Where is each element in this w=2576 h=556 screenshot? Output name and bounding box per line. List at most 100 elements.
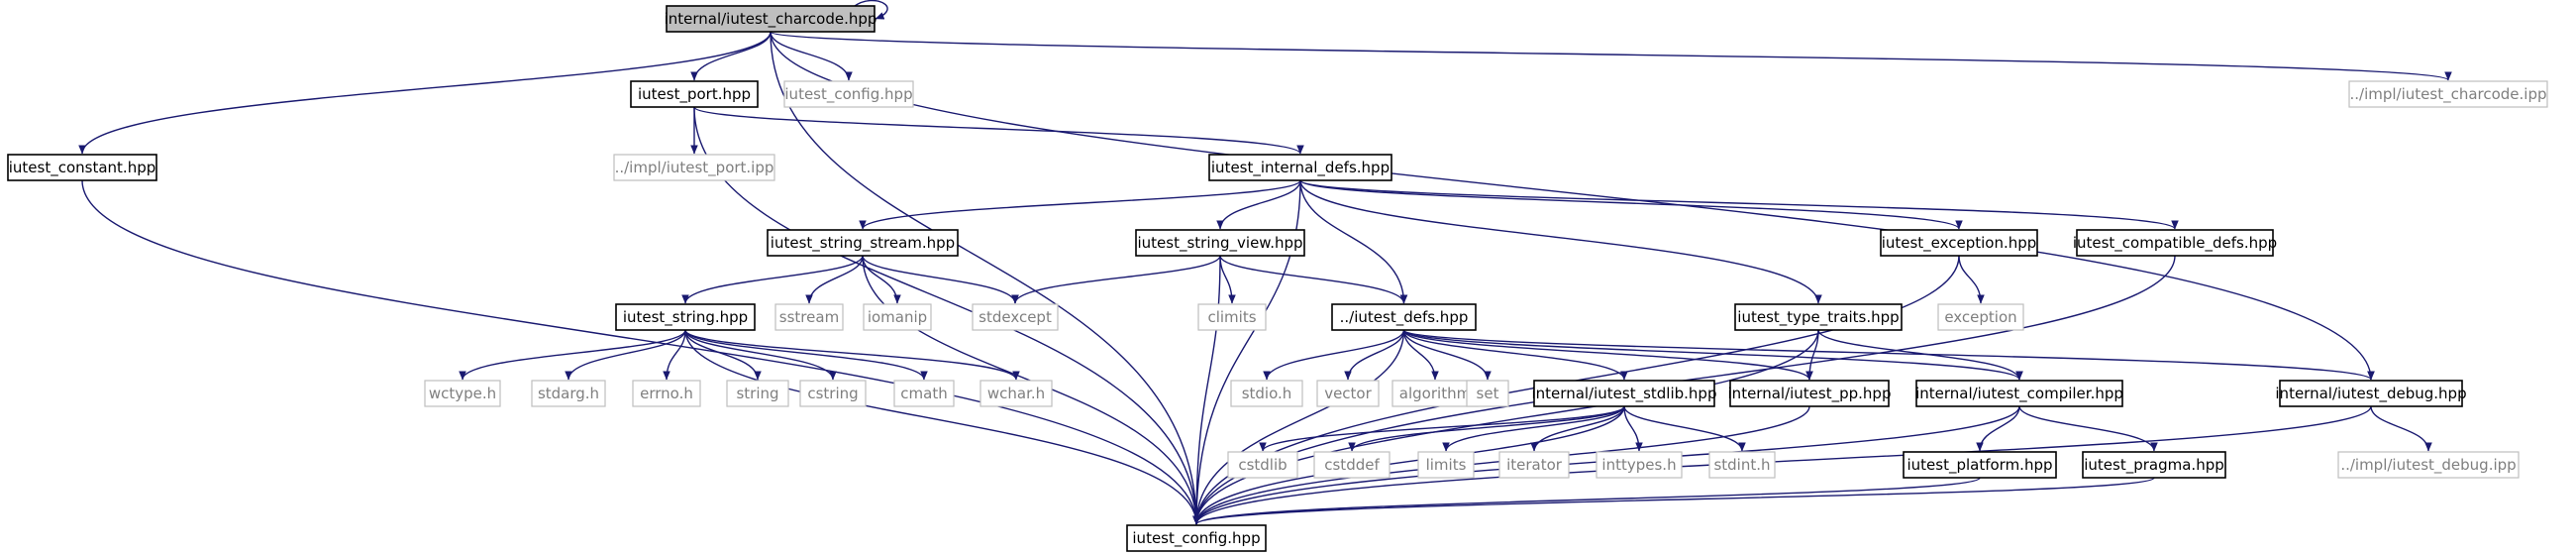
node-stdlib-hpp[interactable]: internal/iutest_stdlib.hpp	[1532, 380, 1717, 407]
node-iutest-string[interactable]: iutest_string.hpp	[615, 303, 756, 331]
node-pp[interactable]: internal/iutest_pp.hpp	[1728, 380, 1892, 407]
node-label: cstddef	[1324, 456, 1380, 474]
node-box	[1734, 303, 1903, 331]
node-label: internal/iutest_charcode.hpp	[665, 10, 877, 29]
node-label: iutest_pragma.hpp	[2084, 456, 2224, 475]
node-cstdlib: cstdlib	[1227, 451, 1298, 479]
node-box	[2337, 451, 2520, 479]
edge-string-view-to-defs	[1219, 255, 1408, 304]
edge-iutest-string-to-errno	[663, 329, 686, 381]
edge-defs-to-config	[1192, 329, 1405, 525]
node-box	[1915, 380, 2123, 407]
node-box	[613, 154, 775, 181]
node-charcode[interactable]: internal/iutest_charcode.hpp	[665, 5, 877, 33]
node-label: iutest_constant.hpp	[9, 159, 156, 177]
node-string: string	[726, 380, 789, 407]
edge-string-view-to-climits	[1219, 255, 1236, 304]
edge-internal-defs-to-string-stream	[859, 179, 1301, 230]
node-label: internal/iutest_compiler.hpp	[1915, 385, 2123, 403]
node-cstring: cstring	[799, 380, 867, 407]
edge-iutest-string-to-string	[684, 329, 762, 381]
node-climits: climits	[1197, 303, 1267, 331]
node-stdarg: stdarg.h	[531, 380, 606, 407]
node-box	[1729, 380, 1890, 407]
node-compiler[interactable]: internal/iutest_compiler.hpp	[1915, 380, 2123, 407]
node-box	[1316, 380, 1380, 407]
node-label: iutest_internal_defs.hpp	[1211, 159, 1390, 177]
node-label: iutest_string_view.hpp	[1137, 234, 1302, 253]
node-box	[7, 154, 157, 181]
node-box	[979, 380, 1053, 407]
node-label: iutest_platform.hpp	[1906, 456, 2052, 475]
node-box	[1937, 303, 2024, 331]
edge-stdlib-hpp-to-stdint	[1623, 405, 1746, 452]
node-box	[1208, 154, 1392, 181]
node-box	[1313, 451, 1391, 479]
node-label: wchar.h	[987, 385, 1045, 402]
node-limits: limits	[1417, 451, 1475, 479]
edge-constant-to-config	[81, 179, 1200, 525]
node-cstddef: cstddef	[1313, 451, 1391, 479]
node-label: set	[1477, 385, 1499, 402]
node-platform[interactable]: iutest_platform.hpp	[1903, 451, 2057, 479]
node-label: stdint.h	[1713, 456, 1770, 474]
node-internal-defs[interactable]: iutest_internal_defs.hpp	[1208, 154, 1392, 181]
edge-debug-to-debug-ipp	[2370, 405, 2432, 452]
node-box	[1498, 451, 1570, 479]
node-box	[531, 380, 606, 407]
node-constant[interactable]: iutest_constant.hpp	[7, 154, 157, 181]
edge-internal-defs-to-type-traits	[1299, 179, 1822, 304]
node-type-traits[interactable]: iutest_type_traits.hpp	[1734, 303, 1903, 331]
edge-port-to-internal-defs	[693, 106, 1304, 155]
node-sstream: sstream	[774, 303, 844, 331]
node-label: stdio.h	[1242, 385, 1292, 402]
node-box	[767, 229, 959, 257]
node-label: iutest_exception.hpp	[1882, 234, 2037, 253]
node-compatible-defs[interactable]: iutest_compatible_defs.hpp	[2073, 229, 2277, 257]
node-config[interactable]: iutest_config.hpp	[1126, 524, 1267, 552]
edge-charcode-to-config	[770, 31, 1200, 525]
edge-type-traits-to-config	[1192, 329, 1819, 525]
node-label: iutest_port.hpp	[638, 85, 751, 104]
node-box	[1880, 229, 2038, 257]
edge-platform-to-config	[1192, 477, 1981, 525]
edge-iutest-string-to-stdarg	[565, 329, 686, 381]
edge-type-traits-to-compiler	[1817, 329, 2023, 381]
edge-stdlib-hpp-to-limits	[1442, 405, 1625, 452]
file-nodes: internal/iutest_charcode.hpp iutest_const…	[7, 5, 2548, 552]
node-defs[interactable]: ../iutest_defs.hpp	[1331, 303, 1477, 331]
node-set: set	[1466, 380, 1509, 407]
edge-defs-to-pp	[1402, 329, 1813, 381]
edge-defs-to-stdio	[1263, 329, 1405, 381]
node-box	[615, 303, 756, 331]
node-label: algorithm	[1399, 385, 1471, 402]
dependency-edges	[78, 0, 2452, 525]
node-box	[774, 303, 844, 331]
node-port[interactable]: iutest_port.hpp	[630, 80, 759, 108]
node-debug[interactable]: internal/iutest_debug.hpp	[2275, 380, 2467, 407]
edge-string-stream-to-sstream	[805, 255, 864, 304]
node-label: ../iutest_defs.hpp	[1340, 308, 1469, 327]
edge-defs-to-set	[1402, 329, 1492, 381]
node-label: ../impl/iutest_port.ipp	[615, 159, 774, 177]
node-string-stream[interactable]: iutest_string_stream.hpp	[767, 229, 959, 257]
node-charcode-ipp: ../impl/iutest_charcode.ipp	[2348, 80, 2548, 108]
node-string-view[interactable]: iutest_string_view.hpp	[1135, 229, 1305, 257]
node-box	[799, 380, 867, 407]
node-label: iutest_type_traits.hpp	[1737, 308, 1899, 327]
edge-string-view-to-stdexcept	[1011, 255, 1221, 304]
node-exception-hpp[interactable]: iutest_exception.hpp	[1880, 229, 2038, 257]
node-label: inttypes.h	[1601, 456, 1676, 474]
node-box	[2076, 229, 2274, 257]
edge-iutest-string-to-wchar	[684, 329, 1020, 381]
edge-pragma-to-config	[1192, 477, 2155, 525]
node-box	[1596, 451, 1683, 479]
node-inttypes: inttypes.h	[1596, 451, 1683, 479]
node-cmath: cmath	[893, 380, 955, 407]
node-wctype: wctype.h	[424, 380, 501, 407]
node-pragma[interactable]: iutest_pragma.hpp	[2082, 451, 2226, 479]
node-box	[972, 303, 1059, 331]
node-box	[893, 380, 955, 407]
node-label: stdexcept	[979, 308, 1052, 326]
node-label: vector	[1324, 385, 1372, 402]
